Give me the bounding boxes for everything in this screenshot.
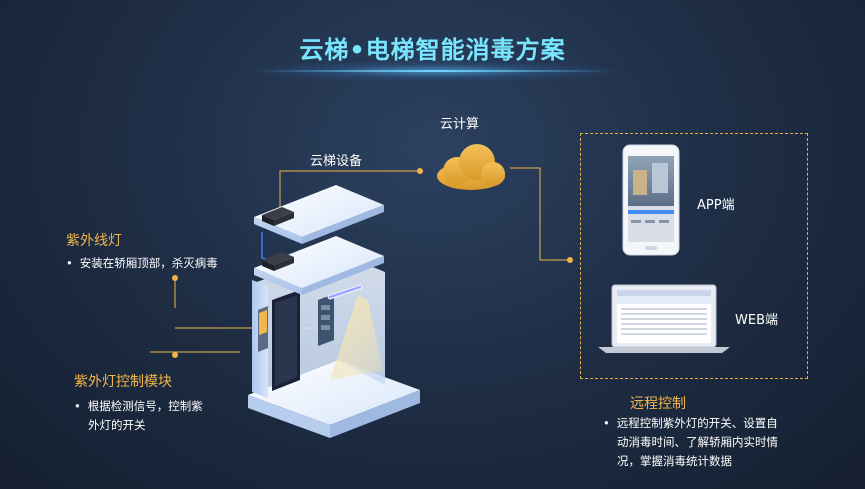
phone-icon: [622, 144, 680, 256]
remote-control-description-line2: 动消毒时间、了解轿厢内实时情: [617, 435, 778, 449]
uv-light-beam: [330, 295, 383, 380]
control-panel-screen: [259, 310, 267, 335]
remote-clients-box: [580, 133, 808, 379]
uv-lamp-title: 紫外线灯: [66, 233, 122, 249]
uv-module-device-box: [262, 252, 294, 271]
uv-lamp-description: 安装在轿厢顶部，杀灭病毒: [66, 254, 218, 273]
uv-control-description-line2: 外灯的开关: [88, 418, 146, 432]
uv-control-module-title: 紫外灯控制模块: [74, 374, 172, 390]
cloud-elevator-device-label: 云梯设备: [310, 154, 363, 169]
top-plate: [254, 185, 384, 237]
remote-control-title: 远程控制: [630, 396, 686, 412]
cloud-computing-label: 云计算: [440, 117, 480, 132]
app-client-label: APP端: [697, 198, 735, 213]
uv-control-description-line1: 根据检测信号，控制紫: [74, 397, 203, 416]
remote-control-description-line3: 况，掌握消毒统计数据: [617, 454, 732, 468]
title-underline: [260, 70, 610, 72]
page-title: 云梯•电梯智能消毒方案: [299, 36, 566, 64]
remote-control-description-line1: 远程控制紫外灯的开关、设置自: [603, 414, 778, 433]
connector-dot: [417, 168, 423, 174]
web-client-label: WEB端: [735, 313, 778, 328]
cloud-icon: [437, 144, 505, 190]
laptop-icon: [598, 284, 730, 353]
uv-lamp-tube: [327, 284, 363, 300]
connector-dot: [172, 275, 178, 281]
elevator-illustration: [248, 185, 420, 438]
cloud-to-client-line: [510, 167, 570, 261]
connector-dot: [567, 257, 573, 263]
connector-dots: [172, 168, 573, 358]
connector-dot: [172, 352, 178, 358]
cloud-elevator-device-box: [262, 207, 294, 226]
device-to-cloud-line: [279, 170, 420, 213]
ceiling-plate: [254, 236, 384, 288]
